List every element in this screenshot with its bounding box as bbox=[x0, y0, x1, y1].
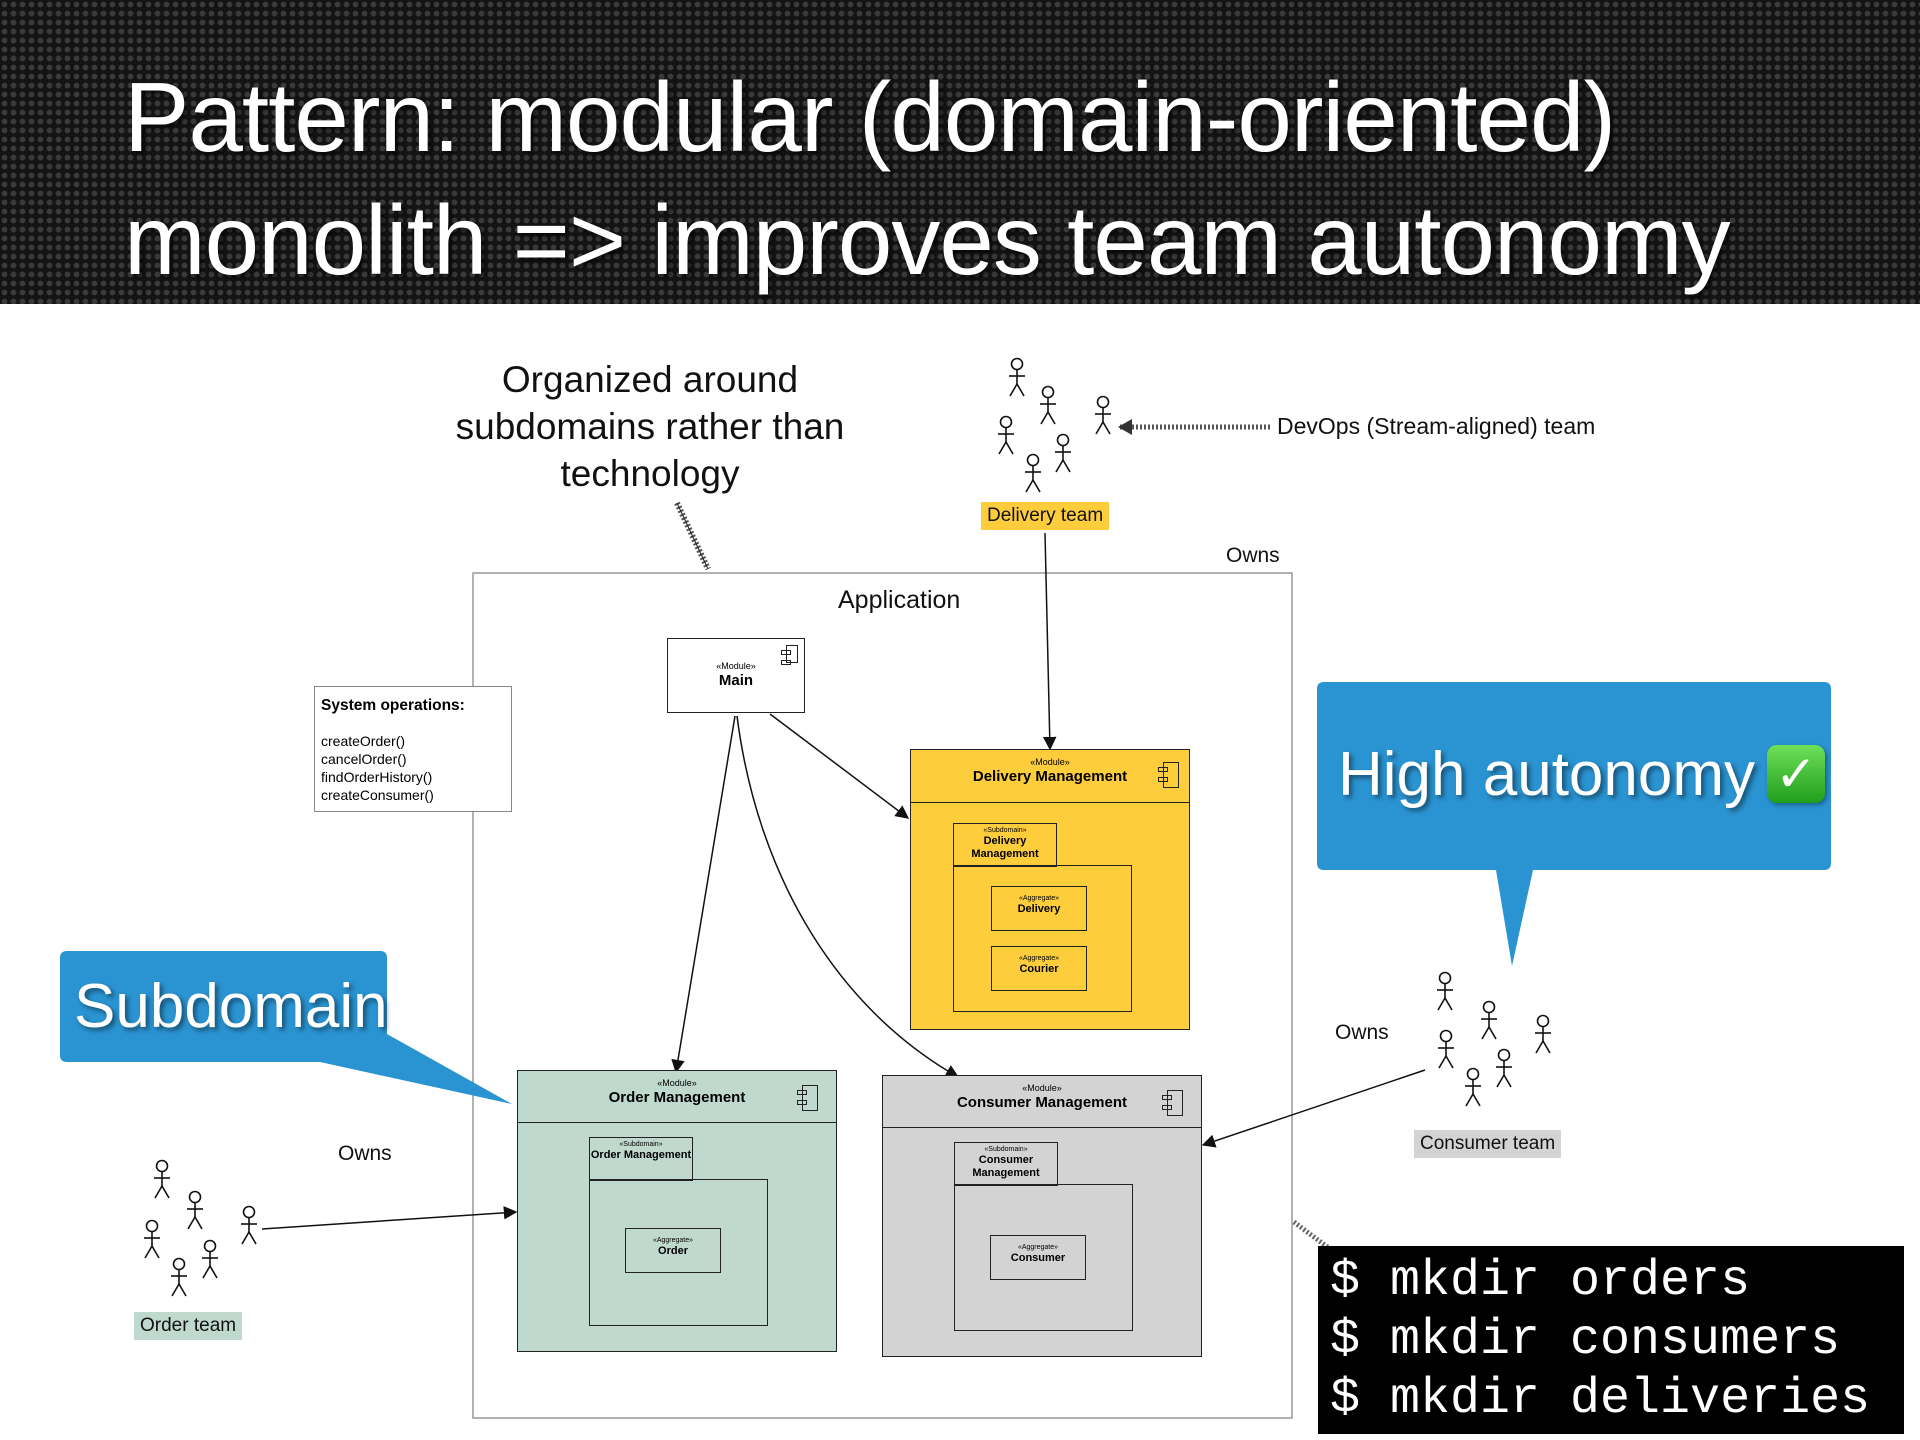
consumer-subdomain-tab: «Subdomain» Consumer Management bbox=[954, 1142, 1058, 1186]
owns-label-consumer: Owns bbox=[1335, 1021, 1389, 1044]
system-operations-heading: System operations: bbox=[321, 697, 465, 714]
module-stereotype: «Module» bbox=[1030, 757, 1070, 767]
terminal-line: $ mkdir orders bbox=[1330, 1253, 1751, 1310]
system-operation: findOrderHistory() bbox=[321, 769, 433, 785]
component-icon bbox=[797, 1085, 818, 1111]
main-module: «Module» Main bbox=[667, 638, 805, 713]
main-to-order-arrow bbox=[671, 715, 736, 1074]
organized-around-note: Organized around subdomains rather than … bbox=[455, 359, 845, 494]
system-operation: createOrder() bbox=[321, 733, 406, 749]
terminal-line: $ mkdir consumers bbox=[1330, 1312, 1841, 1369]
delivery-management-module: «Module» Delivery Management «Subdomain»… bbox=[910, 749, 1190, 1030]
component-icon bbox=[1162, 1090, 1183, 1116]
high-autonomy-callout bbox=[1317, 682, 1831, 966]
subdomain-callout bbox=[60, 951, 512, 1104]
application-label: Application bbox=[838, 586, 961, 614]
delivery-module-name: Delivery Management bbox=[972, 768, 1128, 785]
system-operation: createConsumer() bbox=[321, 787, 434, 803]
courier-aggregate: «Aggregate» Courier bbox=[991, 946, 1087, 991]
consumer-module-name: Consumer Management bbox=[956, 1094, 1128, 1111]
slide-title: Pattern: modular (domain-oriented) monol… bbox=[124, 62, 1731, 295]
main-to-consumer-arrow bbox=[736, 715, 960, 1078]
order-team-label: Order team bbox=[134, 1312, 243, 1340]
delivery-team-owns-arrow bbox=[1042, 532, 1057, 751]
application-boundary bbox=[472, 572, 1293, 1419]
consumer-aggregate: «Aggregate» Consumer bbox=[990, 1235, 1086, 1280]
delivery-subdomain-name: Delivery Management bbox=[971, 835, 1039, 860]
order-subdomain-tab: «Subdomain» Order Management bbox=[589, 1137, 693, 1181]
terminal-line: $ mkdir deliveries bbox=[1330, 1371, 1871, 1428]
order-management-module: «Module» Order Management «Subdomain» Or… bbox=[517, 1070, 837, 1352]
order-subdomain-name: Order Management bbox=[590, 1149, 692, 1161]
devops-team-label: DevOps (Stream-aligned) team bbox=[1277, 413, 1596, 439]
main-module-name: Main bbox=[718, 672, 754, 689]
consumer-team-label: Consumer team bbox=[1414, 1130, 1562, 1158]
module-stereotype: «Module» bbox=[1022, 1083, 1062, 1093]
title-banner: Pattern: modular (domain-oriented) monol… bbox=[0, 0, 1920, 304]
order-module-name: Order Management bbox=[608, 1089, 746, 1106]
module-stereotype: «Module» bbox=[657, 1078, 697, 1088]
owns-label-order: Owns bbox=[338, 1142, 392, 1165]
high-autonomy-callout-text: High autonomy✓ bbox=[1338, 740, 1826, 810]
terminal-commands: $ mkdir orders $ mkdir consumers $ mkdir… bbox=[1318, 1246, 1904, 1434]
order-team-owns-arrow bbox=[261, 1206, 518, 1230]
consumer-team-owns-arrow bbox=[1201, 1069, 1426, 1148]
consumer-subdomain-body: «Aggregate» Consumer bbox=[954, 1184, 1133, 1331]
component-icon bbox=[781, 645, 798, 665]
consumer-subdomain-name: Consumer Management bbox=[972, 1154, 1040, 1179]
system-operation: cancelOrder() bbox=[321, 751, 407, 767]
subdomain-callout-text: Subdomain bbox=[74, 972, 388, 1041]
owns-label-delivery: Owns bbox=[1226, 544, 1280, 567]
system-operations-box: System operations: createOrder() cancelO… bbox=[314, 686, 512, 812]
consumer-management-module: «Module» Consumer Management «Subdomain»… bbox=[882, 1075, 1202, 1357]
delivery-subdomain-body: «Aggregate» Delivery «Aggregate» Courier bbox=[953, 865, 1132, 1012]
module-stereotype: «Module» bbox=[716, 661, 756, 671]
order-aggregate: «Aggregate» Order bbox=[625, 1228, 721, 1273]
order-subdomain-body: «Aggregate» Order bbox=[589, 1179, 768, 1326]
main-to-delivery-arrow bbox=[769, 713, 910, 819]
component-icon bbox=[1158, 762, 1179, 788]
delivery-subdomain-tab: «Subdomain» Delivery Management bbox=[953, 823, 1057, 867]
check-mark-icon: ✓ bbox=[1767, 745, 1826, 803]
delivery-team-label: Delivery team bbox=[981, 502, 1110, 530]
delivery-aggregate: «Aggregate» Delivery bbox=[991, 886, 1087, 931]
